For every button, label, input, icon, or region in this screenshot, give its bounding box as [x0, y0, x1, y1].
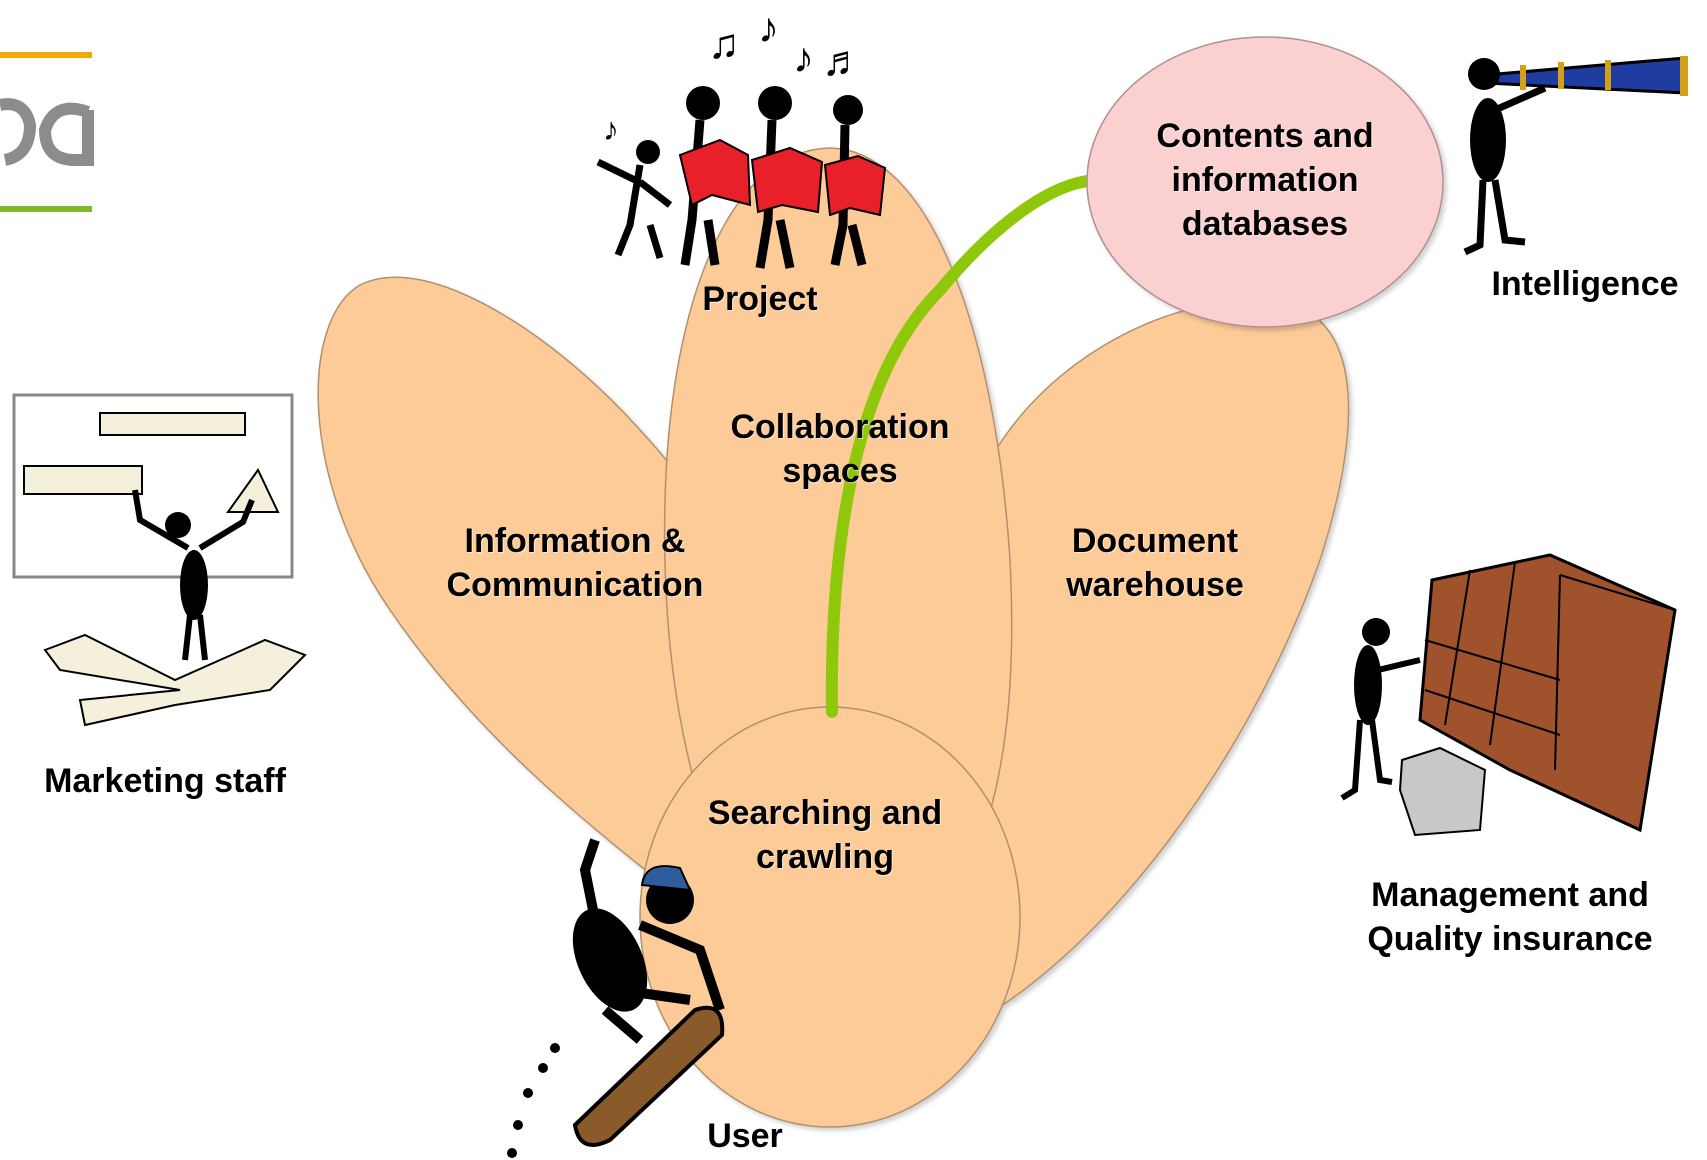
- presenter-board-icon: [12, 393, 307, 727]
- label-collaboration-spaces: Collaboration spaces: [730, 408, 950, 490]
- svg-text:♪: ♪: [793, 34, 814, 81]
- svg-text:♪: ♪: [603, 111, 619, 147]
- label-information-communication: Information & Communication: [446, 522, 704, 604]
- surfer-person-icon: [507, 838, 725, 1158]
- label-management: Management and Quality insurance: [1367, 876, 1653, 958]
- label-document-warehouse: Document warehouse: [1066, 522, 1244, 604]
- telescope-person-icon: [1463, 56, 1688, 256]
- svg-text:♫: ♫: [708, 20, 740, 67]
- database-node: [1086, 36, 1444, 328]
- label-searching-crawling: Searching and crawling: [707, 794, 943, 876]
- label-project: Project: [702, 280, 818, 318]
- label-intelligence: Intelligence: [1491, 265, 1679, 303]
- petal-searching-crawling: [639, 706, 1021, 1128]
- svg-text:♪: ♪: [758, 4, 779, 51]
- logo: [0, 52, 94, 212]
- connector-line: [825, 174, 1106, 718]
- label-user: User: [707, 1117, 783, 1155]
- label-marketing-staff: Marketing staff: [44, 762, 286, 800]
- filing-cabinet-person-icon: [1340, 553, 1677, 837]
- singing-group-icon: ♫ ♪ ♪ ♬ ♪: [596, 4, 887, 269]
- svg-text:♬: ♬: [822, 37, 864, 84]
- label-database: Contents and information databases: [1156, 117, 1374, 243]
